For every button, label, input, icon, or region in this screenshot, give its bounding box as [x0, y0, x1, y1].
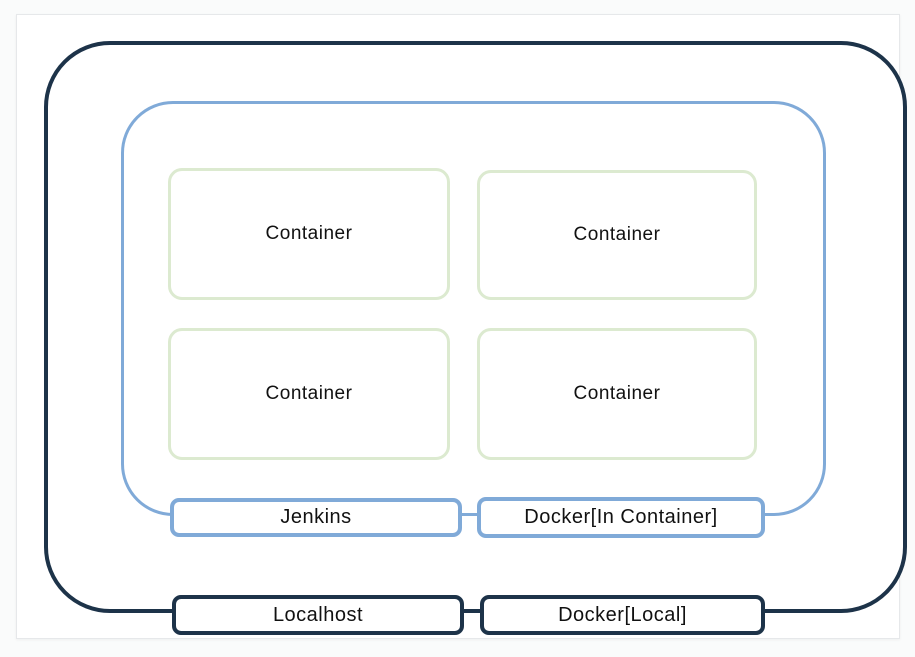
localhost-label-pill: Localhost	[172, 595, 464, 635]
container-node-label: Container	[265, 223, 353, 244]
jenkins-label: Jenkins	[280, 506, 352, 528]
container-node-top-right: Container	[477, 170, 757, 300]
docker-local-label-pill: Docker[Local]	[480, 595, 765, 635]
docker-in-container-label-pill: Docker[In Container]	[477, 497, 765, 538]
docker-local-label: Docker[Local]	[558, 603, 687, 626]
container-node-label: Container	[573, 383, 661, 404]
docker-in-container-label: Docker[In Container]	[524, 506, 718, 528]
container-node-bottom-left: Container	[168, 328, 450, 460]
container-node-label: Container	[265, 383, 353, 404]
container-node-bottom-right: Container	[477, 328, 757, 460]
container-node-label: Container	[573, 224, 661, 245]
jenkins-label-pill: Jenkins	[170, 498, 462, 537]
diagram-card: Container Container Container Container …	[16, 14, 907, 639]
container-node-top-left: Container	[168, 168, 450, 300]
localhost-label: Localhost	[272, 603, 364, 626]
